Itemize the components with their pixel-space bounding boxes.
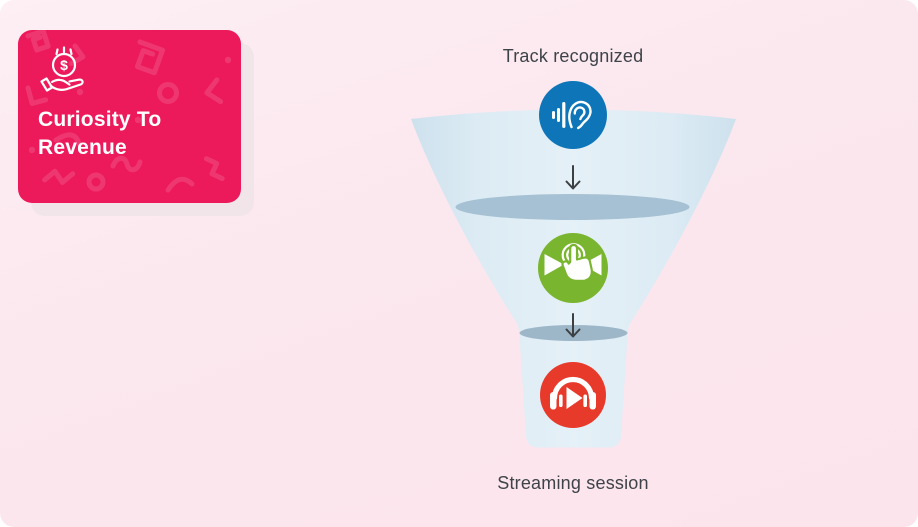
dollar-symbol: $ — [60, 57, 68, 73]
funnel-band-upper — [455, 194, 690, 220]
card-title: Curiosity To Revenue — [38, 108, 162, 159]
down-arrow-icon — [565, 165, 581, 190]
stage-track-recognized — [539, 81, 607, 149]
audio-recognition-ear-icon — [552, 100, 592, 130]
stage-circle-blue — [539, 81, 607, 149]
funnel-diagram — [411, 81, 736, 448]
down-arrow-icon — [565, 313, 581, 338]
curiosity-to-revenue-card: $ Curiosity To Revenue — [18, 30, 241, 203]
stage-tap-engagement — [538, 233, 608, 303]
tap-play-interaction-icon — [544, 243, 602, 282]
hand-receiving-dollar-icon: $ — [40, 46, 84, 92]
headphones-play-icon — [550, 376, 596, 410]
stage-streaming-session — [540, 362, 606, 428]
funnel-bottom-label: Streaming session — [497, 473, 649, 493]
funnel-top-label: Track recognized — [502, 46, 644, 66]
